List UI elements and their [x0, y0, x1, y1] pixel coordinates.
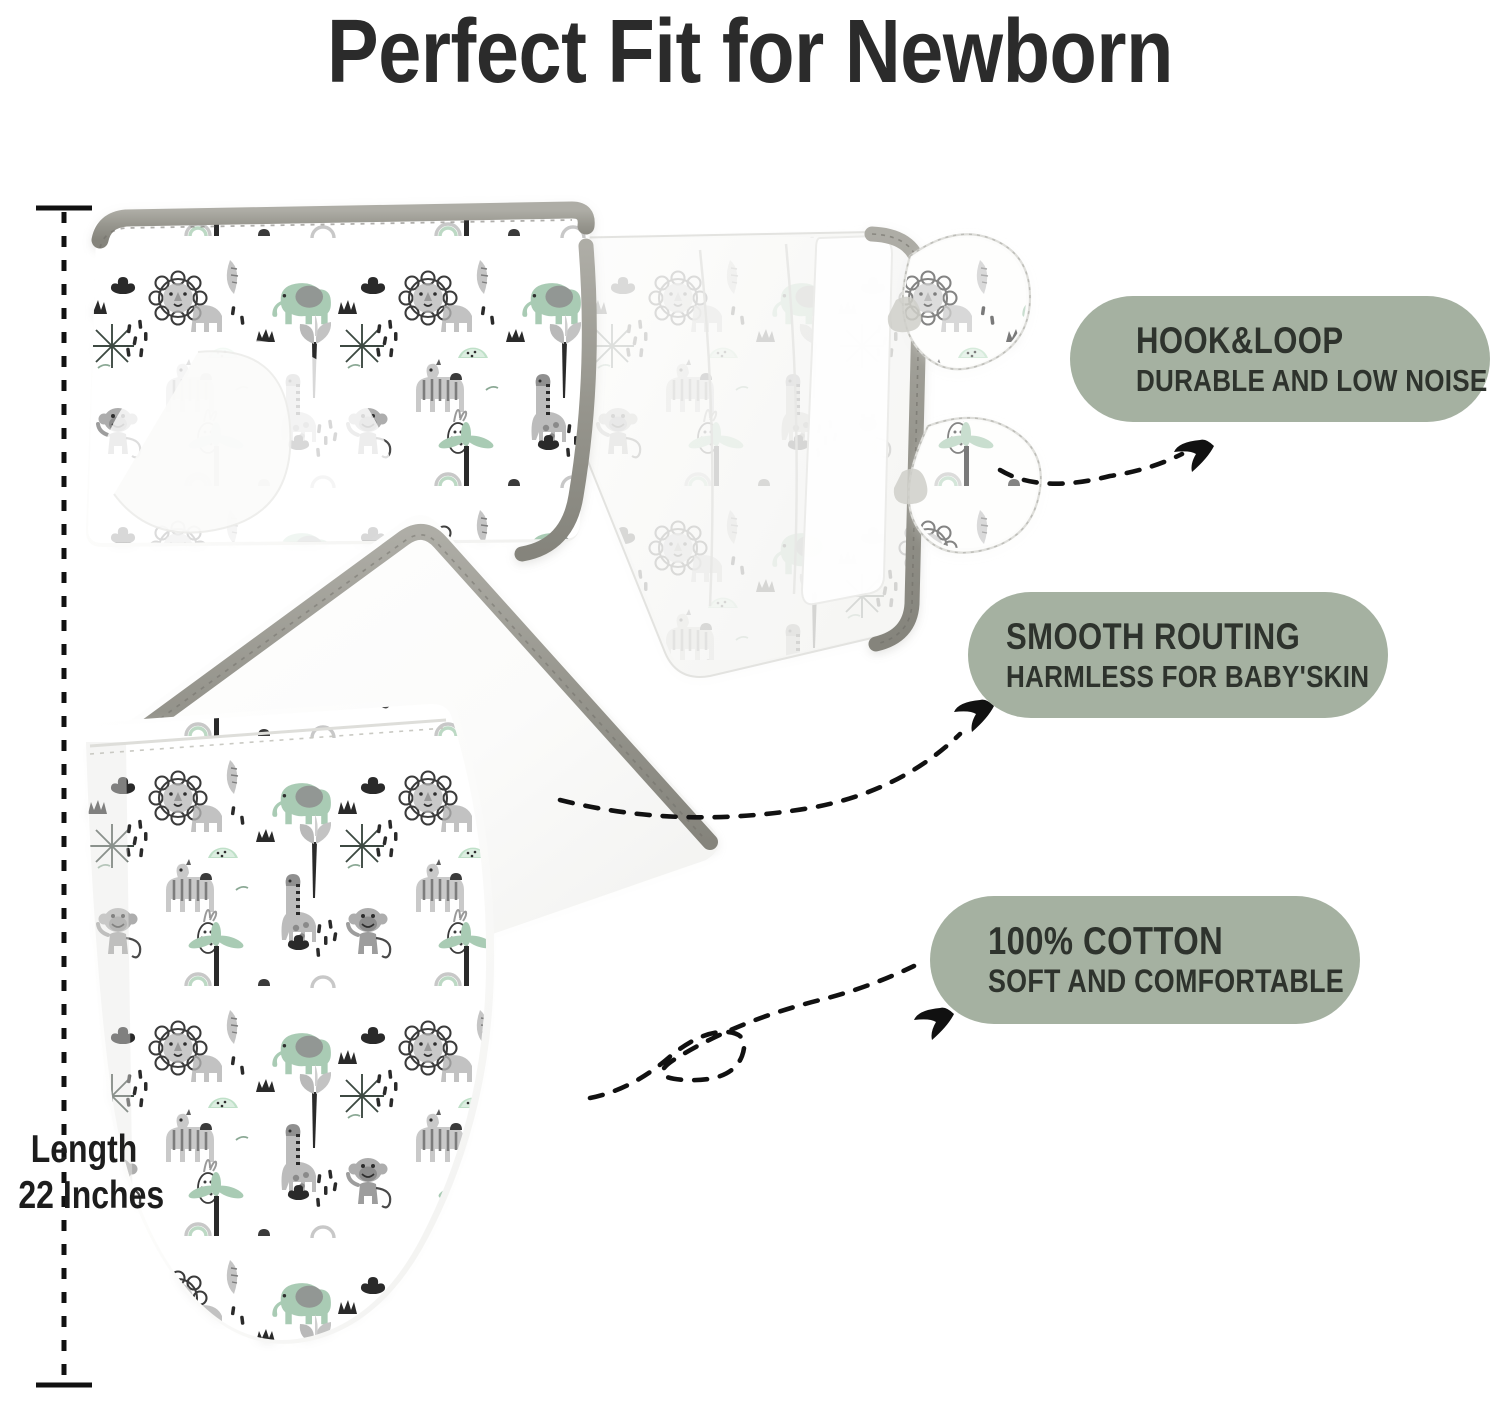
closure-tab-upper	[901, 233, 1032, 371]
feature-badge-cotton: 100% COTTON SOFT AND COMFORTABLE	[930, 896, 1360, 1024]
badge-subtitle: DURABLE AND LOW NOISE	[1136, 363, 1488, 398]
length-label-line1: Length	[30, 1128, 138, 1171]
badge-subtitle: SOFT AND COMFORTABLE	[988, 963, 1344, 999]
badge-title: HOOK&LOOP	[1136, 320, 1344, 361]
length-label-line2: 22 Inches	[18, 1174, 165, 1217]
feature-badge-smooth-routing: SMOOTH ROUTING HARMLESS FOR BABY'SKIN	[968, 592, 1388, 718]
feature-badge-hook-and-loop: HOOK&LOOP DURABLE AND LOW NOISE	[1070, 296, 1490, 422]
badge-title: 100% COTTON	[988, 920, 1224, 963]
page-title: Perfect Fit for Newborn	[327, 2, 1173, 102]
length-measure-guide	[36, 205, 92, 1388]
length-label: Length 22 Inches	[18, 1127, 165, 1219]
callout-arrowheads	[914, 439, 1214, 1040]
callout-arrows	[557, 451, 1185, 1101]
closure-tab-lower	[907, 416, 1042, 554]
badge-subtitle: HARMLESS FOR BABY'SKIN	[1006, 659, 1370, 694]
badge-title: SMOOTH ROUTING	[1006, 616, 1301, 657]
